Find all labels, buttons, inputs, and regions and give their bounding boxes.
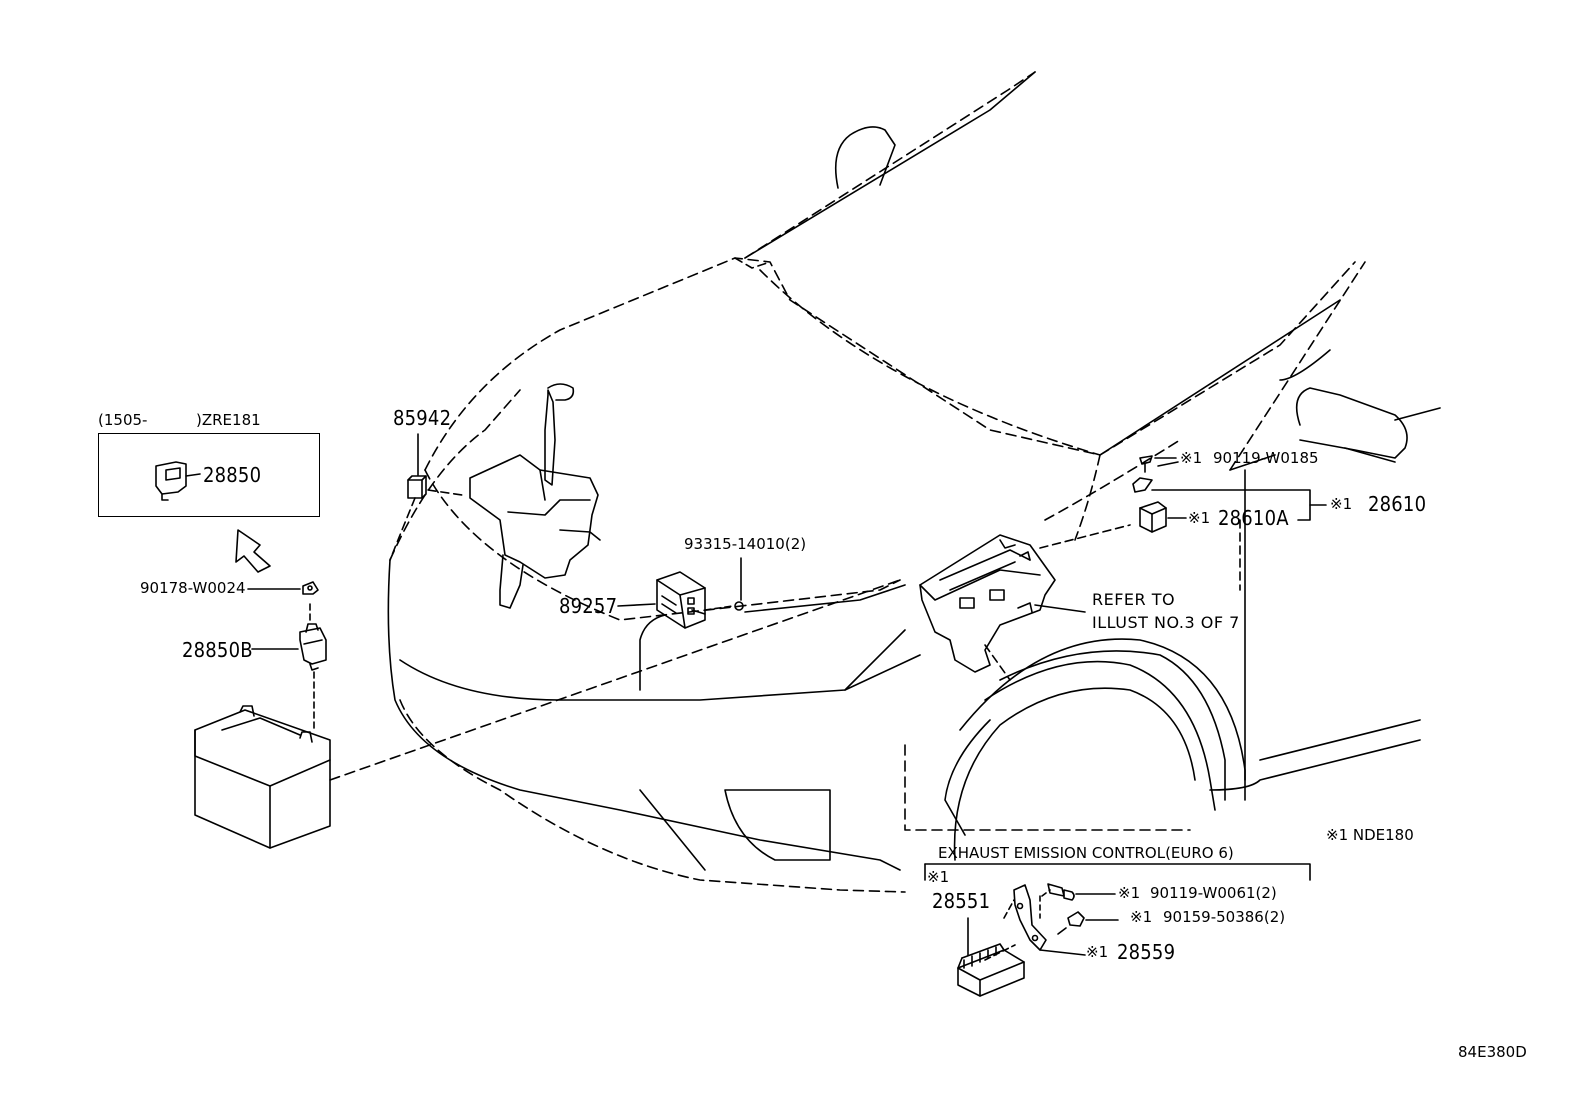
- label-28850[interactable]: 28850: [203, 463, 262, 487]
- label-28551[interactable]: 28551: [932, 889, 991, 913]
- label-28610[interactable]: 28610: [1368, 492, 1427, 516]
- relay-28610: [1132, 455, 1179, 533]
- label-28610a[interactable]: 28610A: [1218, 506, 1289, 530]
- diagram-id: 84E380D: [1458, 1043, 1527, 1061]
- battery: [194, 579, 901, 849]
- vehicle-outline: [387, 71, 1441, 893]
- note-mark-90119-w0185: ※1: [1180, 449, 1203, 467]
- inset-model-code: )ZRE181: [196, 411, 261, 429]
- label-90119-w0185[interactable]: 90119-W0185: [1213, 449, 1319, 467]
- label-90178-w0024[interactable]: 90178-W0024: [140, 579, 246, 597]
- note-mark-28610a: ※1: [1188, 509, 1211, 527]
- exhaust-group: [924, 863, 1311, 997]
- label-28850b[interactable]: 28850B: [182, 638, 253, 662]
- refer-line-1: REFER TO: [1092, 590, 1176, 609]
- inset-date-code: (1505-: [98, 411, 148, 429]
- direction-arrow: [235, 529, 271, 573]
- inset-frame: [98, 433, 320, 517]
- leader-lines: [247, 588, 656, 650]
- relay-85942: [389, 433, 463, 561]
- washer-tank: [469, 383, 601, 609]
- exhaust-title: EXHAUST EMISSION CONTROL(EURO 6): [938, 844, 1234, 862]
- note-mark-28559: ※1: [1086, 943, 1109, 961]
- label-90159-50386[interactable]: 90159-50386(2): [1163, 908, 1286, 926]
- label-93315-14010[interactable]: 93315-14010(2): [684, 535, 807, 553]
- nut-90178: [302, 581, 319, 595]
- note-mark-90159-50386: ※1: [1130, 908, 1153, 926]
- label-28559[interactable]: 28559: [1117, 940, 1176, 964]
- label-85942[interactable]: 85942: [393, 406, 452, 430]
- bracket-28850b: [299, 603, 327, 731]
- label-90119-w0061[interactable]: 90119-W0061(2): [1150, 884, 1277, 902]
- refer-line-2: ILLUST NO.3 OF 7: [1092, 613, 1240, 632]
- note-mark-90119-w0061: ※1: [1118, 884, 1141, 902]
- label-89257[interactable]: 89257: [559, 594, 618, 618]
- fuse-box-bracket: [919, 524, 1131, 681]
- ecu-89257: [656, 571, 706, 629]
- inset-sensor-28850: [155, 461, 201, 501]
- note-mark-28610: ※1: [1330, 495, 1353, 513]
- note-mark-28551: ※1: [927, 868, 950, 886]
- legend-nde180: ※1 NDE180: [1326, 826, 1414, 844]
- screw-93315: [704, 557, 906, 613]
